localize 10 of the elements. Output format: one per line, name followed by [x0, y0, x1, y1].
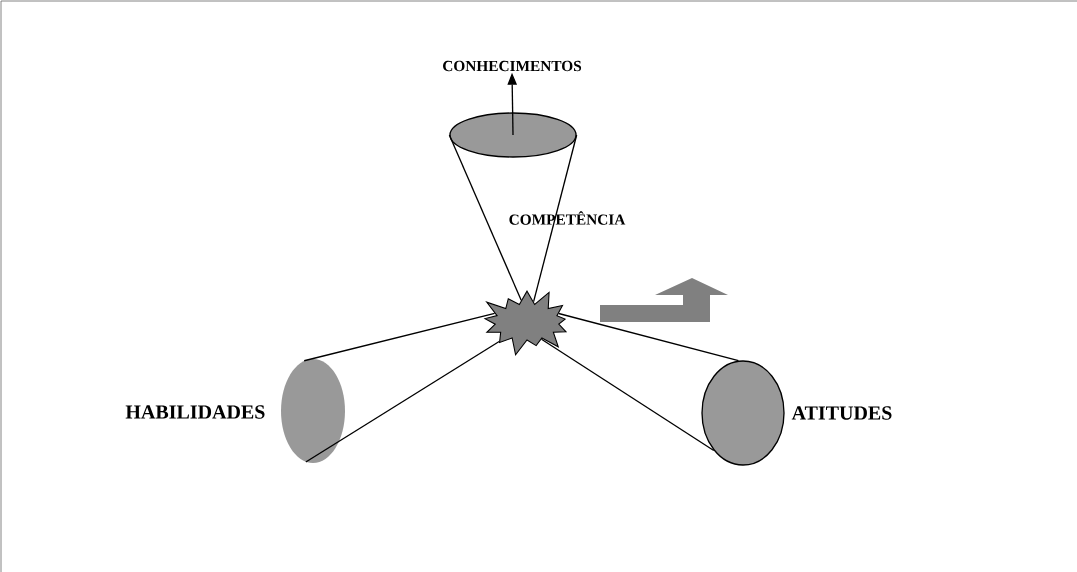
ellipse: [281, 359, 345, 463]
cone-side: [303, 312, 496, 362]
starburst: [483, 290, 568, 356]
cone-side: [558, 312, 740, 362]
beside-text: ATITUDES: [791, 406, 892, 420]
ellipse: [701, 360, 785, 466]
ellipse: [449, 112, 577, 158]
title-text: CONHECIMENTOS: [443, 60, 582, 72]
cone-side: [448, 134, 522, 301]
beside-text: HABILIDADES: [125, 405, 265, 419]
